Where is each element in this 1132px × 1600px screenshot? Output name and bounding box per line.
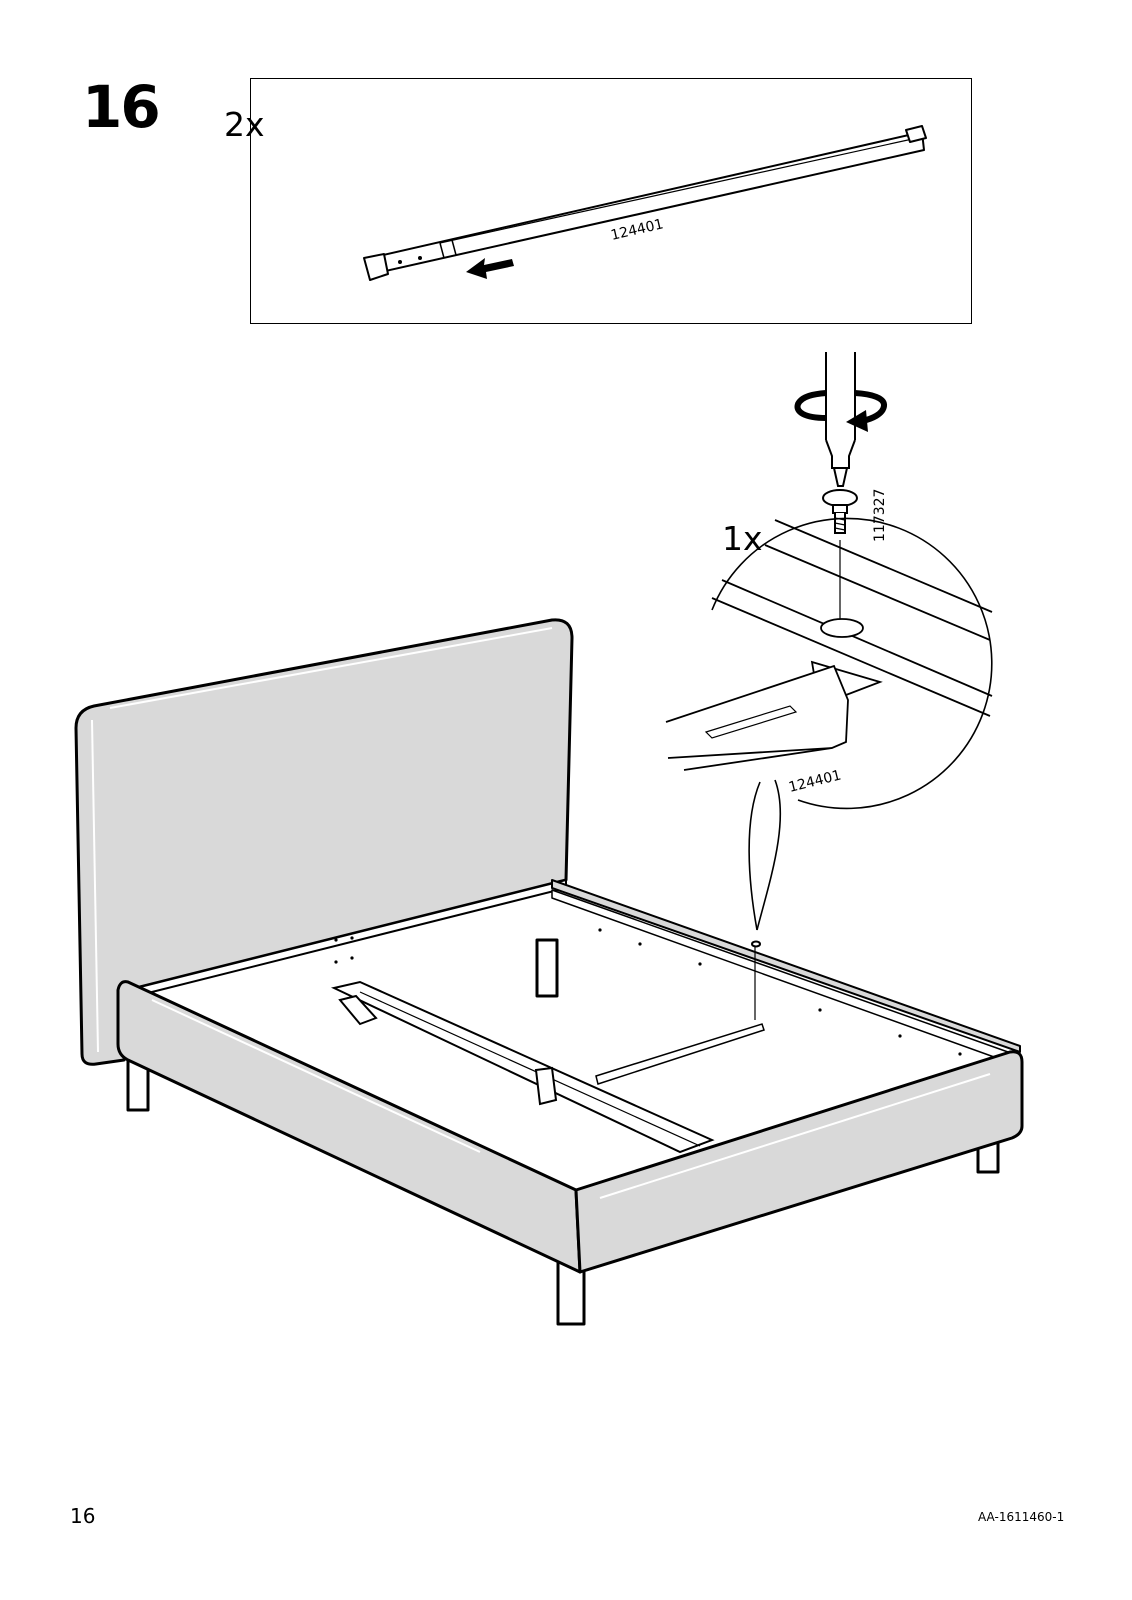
rotation-arrow-icon	[797, 393, 884, 432]
telescopic-rail	[364, 126, 926, 280]
document-code: AA-1611460-1	[978, 1510, 1064, 1524]
page-number: 16	[70, 1504, 95, 1528]
screwdriver-icon	[826, 352, 855, 486]
slide-arrow-icon	[466, 258, 514, 279]
detail-bed-frame	[666, 520, 992, 770]
detail-rail-label: 124401	[787, 767, 843, 795]
screw-icon	[823, 490, 857, 533]
screw-part-label: 117327	[872, 489, 888, 542]
rail-part-label: 124401	[609, 216, 665, 244]
